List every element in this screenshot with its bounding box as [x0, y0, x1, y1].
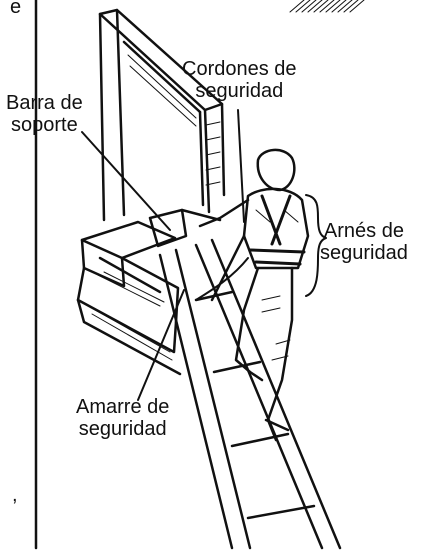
label-arnes-line2: seguridad — [320, 242, 408, 264]
label-arnes-line1: Arnés de — [323, 220, 404, 242]
label-barra-line2: soporte — [11, 114, 78, 136]
top-hatching — [289, 0, 365, 13]
label-cordones-line1: Cordones de — [182, 58, 297, 80]
platform — [76, 220, 182, 376]
margin-fragment-top: e — [10, 0, 22, 18]
label-cordones-de-seguridad: Cordones de seguridad — [182, 58, 297, 102]
worker — [198, 148, 310, 442]
frame-shading — [127, 54, 221, 186]
label-amarre-line1: Amarre de — [76, 396, 170, 418]
label-barra-de-soporte: Barra de soporte — [6, 92, 83, 136]
worker-shading — [255, 209, 299, 361]
margin-fragment-bottom: , — [12, 484, 18, 506]
lanyard — [195, 257, 249, 301]
label-amarre-line2: seguridad — [78, 418, 167, 440]
label-barra-line1: Barra de — [6, 92, 83, 114]
support-bar — [148, 208, 222, 248]
harness-brace — [305, 194, 327, 297]
window-frame — [98, 8, 226, 222]
leader-lines — [81, 109, 245, 401]
label-cordones-line2: seguridad — [195, 80, 284, 102]
label-arnes-de-seguridad: Arnés de seguridad — [320, 220, 408, 264]
ladder — [158, 238, 342, 550]
harness — [248, 194, 306, 266]
label-amarre-de-seguridad: Amarre de seguridad — [76, 396, 169, 440]
